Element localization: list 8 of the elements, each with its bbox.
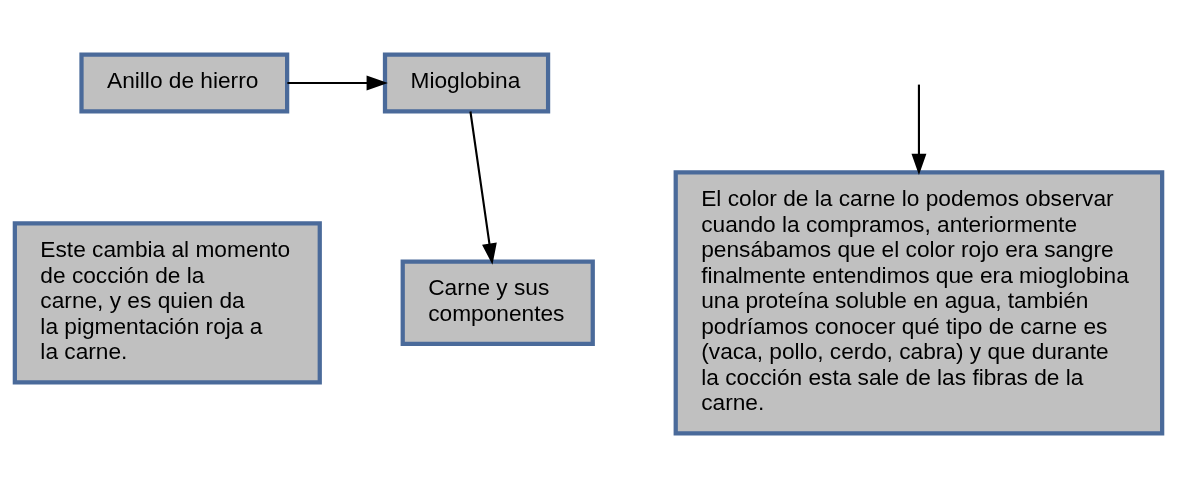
node-box: Mioglobina <box>382 52 551 114</box>
arrow <box>911 84 927 175</box>
node-box: El color de la carne lo podemos observar cuando la compramos, anteriormente pensábamos que el color rojo era sangre finalmente entendimos que era mioglobina una proteína soluble en agua, también podríamos conocer qué tipo de carne es (vaca, pollo, cerdo, cabra) y que durante la cocción esta sale de las fibras de la carne. <box>673 169 1165 435</box>
arrow <box>469 110 497 265</box>
node-box: Anillo de hierro <box>79 52 290 114</box>
arrow <box>287 75 388 90</box>
node-box: Carne y sus componentes <box>400 259 595 346</box>
node-box: Este cambia al momento de cocción de la carne, y es quien da la pigmentación roja a la carne. <box>12 220 322 384</box>
